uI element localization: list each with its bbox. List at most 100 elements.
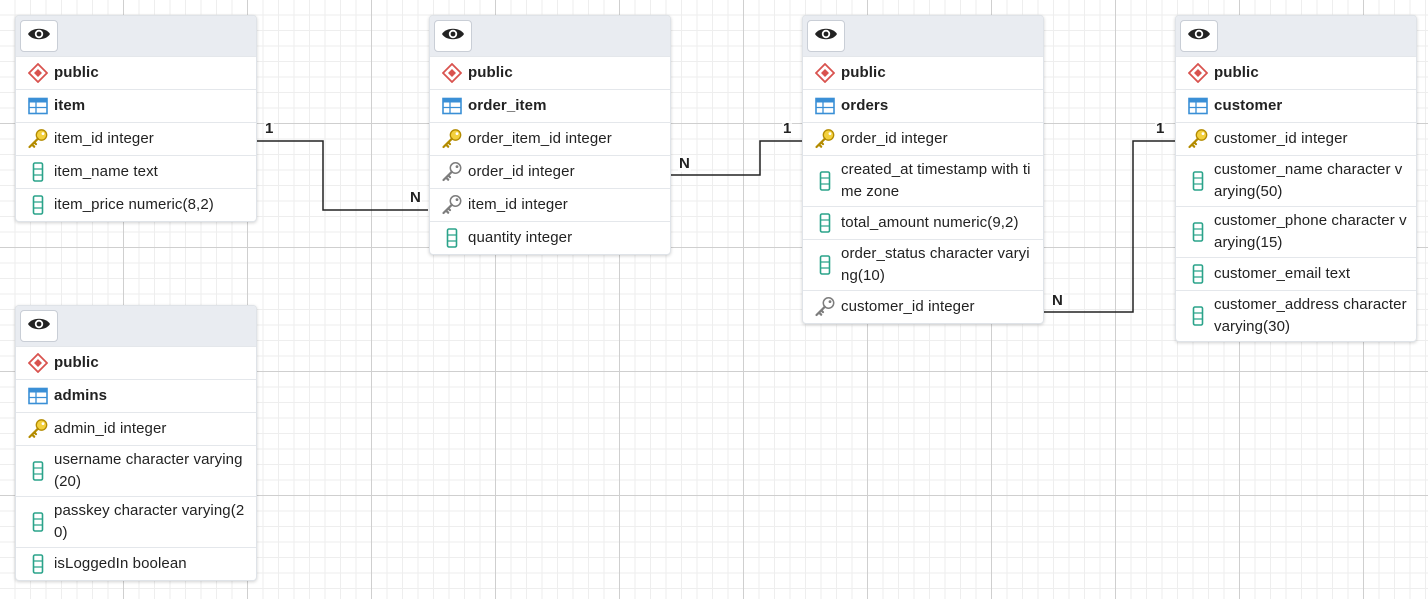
schema-icon: [26, 353, 50, 373]
column-label: customer_address character varying(30): [1214, 296, 1407, 335]
column-row[interactable]: item_name text: [16, 155, 256, 188]
schema-name: public: [54, 354, 99, 371]
column-icon: [1186, 222, 1210, 242]
column-row[interactable]: customer_name character varying(50): [1176, 155, 1416, 206]
table-node-order-item[interactable]: public order_item order_item_id integer ord…: [429, 15, 671, 255]
table-name: orders: [841, 97, 889, 114]
cardinality-label: N: [1051, 292, 1064, 309]
table-name: customer: [1214, 97, 1283, 114]
column-row[interactable]: customer_phone character varying(15): [1176, 206, 1416, 257]
table-name-row[interactable]: orders: [803, 89, 1043, 122]
foreign-key-icon: [440, 161, 464, 183]
schema-row[interactable]: public: [430, 56, 670, 89]
table-name-row[interactable]: admins: [16, 379, 256, 412]
column-label: order_id integer: [841, 130, 948, 147]
eye-icon: [27, 316, 51, 337]
schema-row[interactable]: public: [16, 56, 256, 89]
toggle-visibility-button[interactable]: [20, 20, 58, 52]
table-header: [1176, 16, 1416, 56]
column-row[interactable]: total_amount numeric(9,2): [803, 206, 1043, 239]
column-row[interactable]: customer_id integer: [803, 290, 1043, 323]
column-row[interactable]: customer_address character varying(30): [1176, 290, 1416, 341]
schema-row[interactable]: public: [803, 56, 1043, 89]
column-row[interactable]: order_item_id integer: [430, 122, 670, 155]
column-icon: [26, 461, 50, 481]
primary-key-icon: [440, 128, 464, 150]
table-name: order_item: [468, 97, 547, 114]
column-icon: [1186, 306, 1210, 326]
column-row[interactable]: username character varying(20): [16, 445, 256, 496]
column-row[interactable]: created_at timestamp with time zone: [803, 155, 1043, 206]
column-row[interactable]: order_status character varying(10): [803, 239, 1043, 290]
primary-key-icon: [813, 128, 837, 150]
column-row[interactable]: quantity integer: [430, 221, 670, 254]
column-icon: [440, 228, 464, 248]
toggle-visibility-button[interactable]: [807, 20, 845, 52]
schema-row[interactable]: public: [16, 346, 256, 379]
cardinality-label: 1: [1155, 120, 1166, 137]
table-node-admins[interactable]: public admins admin_id integer username cha…: [15, 305, 257, 581]
column-row[interactable]: admin_id integer: [16, 412, 256, 445]
column-icon: [26, 162, 50, 182]
eye-icon: [27, 26, 51, 47]
table-node-customer[interactable]: public customer customer_id integer custome…: [1175, 15, 1417, 342]
relationship-line-item-order-item[interactable]: [256, 140, 428, 211]
cardinality-label: 1: [264, 120, 275, 137]
eye-icon: [1187, 26, 1211, 47]
toggle-visibility-button[interactable]: [434, 20, 472, 52]
column-label: item_name text: [54, 163, 158, 180]
table-node-orders[interactable]: public orders order_id integer created_at t…: [802, 15, 1044, 324]
eye-icon: [814, 26, 838, 47]
toggle-visibility-button[interactable]: [1180, 20, 1218, 52]
column-label: item_id integer: [468, 196, 568, 213]
relationship-line-customer-orders[interactable]: [1044, 140, 1175, 313]
table-name-row[interactable]: order_item: [430, 89, 670, 122]
column-row[interactable]: customer_email text: [1176, 257, 1416, 290]
column-icon: [26, 554, 50, 574]
table-name: admins: [54, 387, 108, 404]
column-row[interactable]: item_id integer: [16, 122, 256, 155]
column-label: item_id integer: [54, 130, 154, 147]
column-row[interactable]: order_id integer: [803, 122, 1043, 155]
column-icon: [1186, 171, 1210, 191]
column-label: customer_id integer: [841, 298, 975, 315]
primary-key-icon: [1186, 128, 1210, 150]
column-icon: [813, 255, 837, 275]
column-icon: [26, 195, 50, 215]
column-label: customer_phone character varying(15): [1214, 212, 1407, 251]
cardinality-label: N: [409, 189, 422, 206]
table-header: [430, 16, 670, 56]
column-icon: [813, 171, 837, 191]
table-header: [803, 16, 1043, 56]
eye-icon: [441, 26, 465, 47]
column-label: customer_id integer: [1214, 130, 1348, 147]
table-icon: [26, 387, 50, 405]
table-name-row[interactable]: item: [16, 89, 256, 122]
schema-name: public: [468, 64, 513, 81]
table-name-row[interactable]: customer: [1176, 89, 1416, 122]
table-header: [16, 16, 256, 56]
schema-name: public: [1214, 64, 1259, 81]
column-label: order_item_id integer: [468, 130, 612, 147]
column-row[interactable]: order_id integer: [430, 155, 670, 188]
column-icon: [1186, 264, 1210, 284]
column-label: quantity integer: [468, 229, 573, 246]
column-label: admin_id integer: [54, 420, 167, 437]
table-icon: [26, 97, 50, 115]
table-name: item: [54, 97, 86, 114]
column-label: order_status character varying(10): [841, 245, 1030, 284]
table-node-item[interactable]: public item item_id integer item_name text i…: [15, 15, 257, 222]
schema-name: public: [841, 64, 886, 81]
table-icon: [1186, 97, 1210, 115]
column-row[interactable]: item_price numeric(8,2): [16, 188, 256, 221]
table-header: [16, 306, 256, 346]
column-label: username character varying(20): [54, 451, 243, 490]
column-row[interactable]: item_id integer: [430, 188, 670, 221]
column-row[interactable]: isLoggedIn boolean: [16, 547, 256, 580]
column-row[interactable]: passkey character varying(20): [16, 496, 256, 547]
column-label: customer_name character varying(50): [1214, 161, 1403, 200]
column-row[interactable]: customer_id integer: [1176, 122, 1416, 155]
schema-row[interactable]: public: [1176, 56, 1416, 89]
toggle-visibility-button[interactable]: [20, 310, 58, 342]
foreign-key-icon: [440, 194, 464, 216]
